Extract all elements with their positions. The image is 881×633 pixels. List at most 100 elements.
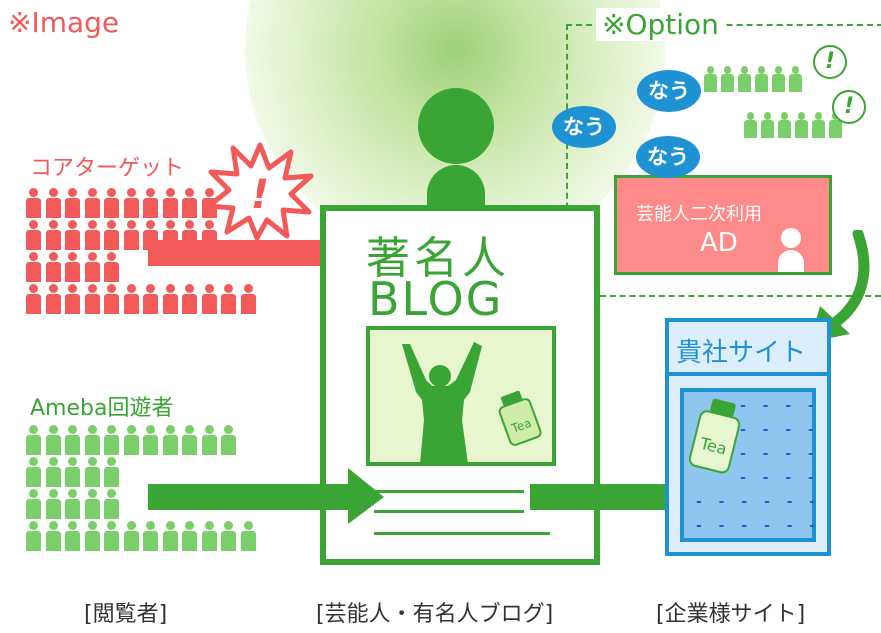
person-icon <box>704 66 717 92</box>
person-icon <box>182 284 197 314</box>
person-icon <box>26 489 41 519</box>
person-icon <box>162 521 178 551</box>
tea-text: Tea <box>509 416 534 436</box>
person-icon <box>104 220 119 250</box>
person-icon <box>65 489 80 519</box>
site-text-row-5: - - - - - - <box>696 494 822 510</box>
person-icon <box>182 425 197 455</box>
company-site-header: 貴社サイト <box>676 338 807 368</box>
person-icon <box>162 284 178 314</box>
person-icon <box>162 425 178 455</box>
person-icon <box>26 521 41 551</box>
person-icon <box>221 284 236 314</box>
person-icon <box>65 425 80 455</box>
person-icon <box>123 425 139 455</box>
person-icon <box>65 188 80 218</box>
person-icon <box>789 66 802 92</box>
person-icon <box>65 284 80 314</box>
caption-viewers: [閲覧者] <box>84 602 168 627</box>
site-text-row-6: - - - - - - <box>696 518 822 534</box>
person-icon <box>240 284 256 314</box>
person-icon <box>45 521 61 551</box>
caption-blog: [芸能人・有名人ブログ] <box>316 602 554 627</box>
person-icon <box>84 457 100 487</box>
person-icon <box>123 188 139 218</box>
blog-title-line1: 著名人 <box>366 233 510 284</box>
person-icon <box>26 220 41 250</box>
site-tea-bottle-icon: Tea <box>688 398 741 474</box>
person-icon <box>778 112 791 138</box>
person-icon <box>84 188 100 218</box>
person-icon <box>738 66 751 92</box>
ad-label: AD <box>700 228 738 258</box>
exclamation-text: ! <box>251 172 269 218</box>
person-icon <box>65 252 80 282</box>
tea-bottle-icon: Tea <box>498 390 542 446</box>
person-icon <box>143 521 158 551</box>
person-icon <box>123 521 139 551</box>
person-icon <box>26 252 41 282</box>
nau-bubble-3: なう <box>636 136 700 178</box>
person-icon <box>221 425 236 455</box>
person-icon <box>84 284 100 314</box>
person-icon <box>240 521 256 551</box>
person-icon <box>45 284 61 314</box>
blog-text-line-2 <box>374 510 524 513</box>
caption-company: [企業様サイト] <box>656 602 806 627</box>
person-icon <box>201 521 217 551</box>
person-icon <box>84 425 100 455</box>
nau-bubble-1: なう <box>637 70 701 112</box>
person-icon <box>84 489 100 519</box>
person-icon <box>26 188 41 218</box>
person-icon <box>761 112 774 138</box>
person-icon <box>65 457 80 487</box>
person-icon <box>104 521 119 551</box>
person-icon <box>201 284 217 314</box>
person-icon <box>812 112 825 138</box>
person-icon <box>84 220 100 250</box>
person-icon <box>45 220 61 250</box>
ad-title: 芸能人二次利用 <box>636 204 762 225</box>
nau-bubble-2: なう <box>552 106 616 148</box>
person-icon <box>143 284 158 314</box>
person-icon <box>182 188 197 218</box>
person-icon <box>104 457 119 487</box>
person-icon <box>104 425 119 455</box>
person-icon <box>65 521 80 551</box>
person-icon <box>221 521 236 551</box>
ad-person-icon <box>778 228 804 272</box>
person-icon <box>201 425 217 455</box>
site-text-row-1: - - - - <box>740 398 820 414</box>
person-icon <box>84 252 100 282</box>
person-icon <box>104 188 119 218</box>
person-icon <box>26 457 41 487</box>
person-icon <box>45 457 61 487</box>
person-icon <box>755 66 768 92</box>
person-icon <box>45 425 61 455</box>
core-target-label: コアターゲット <box>30 156 185 181</box>
blog-text-line-1 <box>374 490 524 493</box>
person-icon <box>721 66 734 92</box>
blog-text-line-3 <box>374 532 550 535</box>
person-icon <box>795 112 808 138</box>
image-label: ※Image <box>8 6 120 39</box>
company-site-header-bar <box>669 322 827 376</box>
person-icon <box>26 284 41 314</box>
option-label: ※Option <box>596 8 725 41</box>
person-icon <box>744 112 757 138</box>
cheering-person-icon <box>402 342 482 464</box>
option-region-bottom <box>600 295 881 297</box>
person-icon <box>104 252 119 282</box>
person-icon <box>84 521 100 551</box>
site-text-row-2: - - - - <box>740 422 820 438</box>
site-text-row-4: - - - - <box>740 470 820 486</box>
ameba-visitors-label: Ameba回遊者 <box>30 396 174 421</box>
person-icon <box>143 188 158 218</box>
person-icon <box>143 425 158 455</box>
green-arrow-to-blog <box>148 468 384 524</box>
person-icon <box>162 188 178 218</box>
person-icon <box>123 220 139 250</box>
exclaim-circle-1: ! <box>813 45 847 79</box>
exclaim-circle-2: ! <box>832 90 866 124</box>
person-icon <box>772 66 785 92</box>
